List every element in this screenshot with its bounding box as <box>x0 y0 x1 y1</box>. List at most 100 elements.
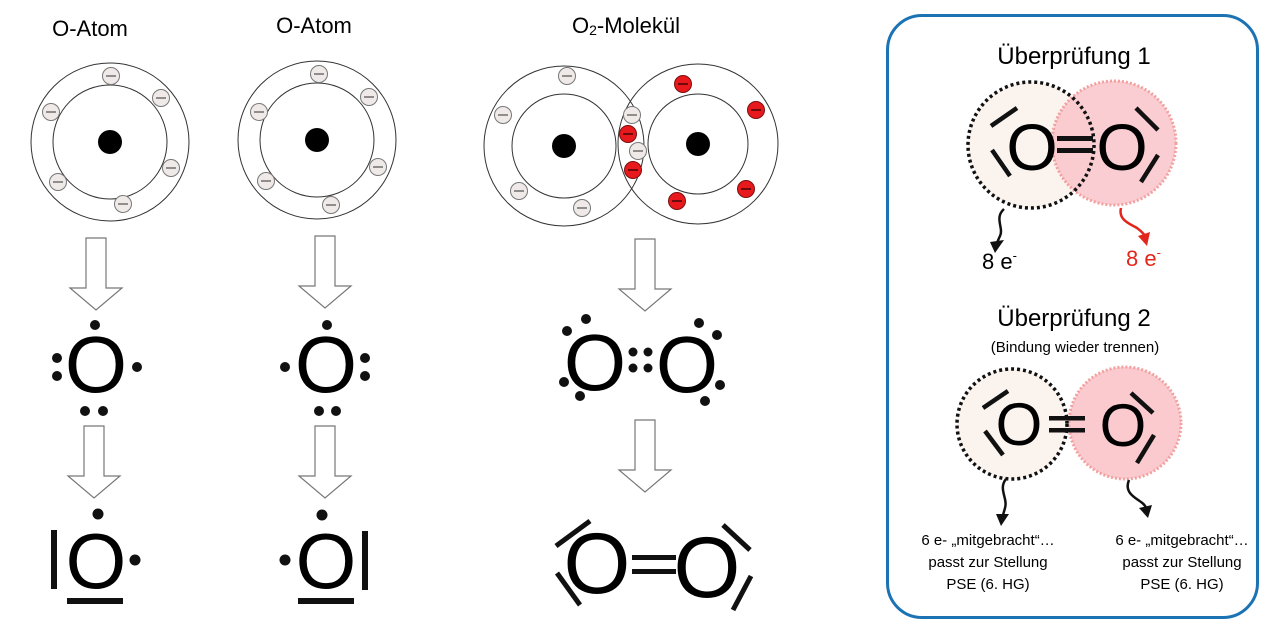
down-arrow <box>618 419 672 493</box>
lewis-structure-o2: O O <box>554 516 754 616</box>
outer-shell <box>237 60 397 220</box>
right-nucleus <box>686 132 710 156</box>
single-electron-dot <box>92 508 104 520</box>
double-bond-line <box>1049 416 1085 421</box>
title-o-atom-1: O-Atom <box>52 16 128 41</box>
electron <box>162 159 180 177</box>
lone-pair-bars <box>554 518 754 612</box>
check2-diagram: O O <box>955 365 1183 526</box>
electron <box>494 106 512 124</box>
check1-title: Überprüfung 1 <box>997 43 1151 70</box>
right-atom-region <box>1067 365 1183 481</box>
double-bond-line <box>1057 148 1093 153</box>
down-arrow <box>69 237 123 311</box>
double-bond-line <box>632 555 676 560</box>
electron <box>250 103 268 121</box>
oxygen-symbol: O <box>296 517 357 605</box>
title-o2-subscript: 2 <box>589 22 597 38</box>
partner-electron <box>624 161 642 179</box>
down-arrow <box>618 238 672 312</box>
oxygen-symbol-right: O <box>1096 110 1147 184</box>
arrowhead-left <box>996 514 1009 526</box>
check2-subtitle: (Bindung wieder trennen) <box>990 339 1160 356</box>
lewis-dot-atom-1: O <box>52 320 142 416</box>
oxygen-symbol: O <box>65 320 127 409</box>
oxygen-symbol: O <box>295 320 357 409</box>
partner-electron <box>668 192 686 210</box>
title-o2-symbol: O <box>571 13 590 38</box>
title-o-atom-2: O-Atom <box>276 13 352 38</box>
valence-dots <box>52 320 142 416</box>
charge-sign: - <box>1156 245 1161 260</box>
single-electron-dot <box>129 554 141 566</box>
electron <box>369 158 387 176</box>
charge-sign: - <box>1012 248 1017 263</box>
electron <box>114 195 132 213</box>
oxygen-symbol: O <box>66 517 127 605</box>
electron <box>49 173 67 191</box>
oxygen-symbol-left: O <box>996 391 1043 458</box>
check1-diagram: O O <box>966 79 1178 253</box>
right-outer-shell <box>617 63 779 225</box>
down-arrow <box>298 235 352 309</box>
lone-pair-bar <box>51 530 57 589</box>
check2-right-note: 6 e- „mitgebracht“… passt zur Stellung P… <box>1115 530 1248 596</box>
electron <box>629 142 647 160</box>
electron <box>510 182 528 200</box>
check2-left-note: 6 e- „mitgebracht“… passt zur Stellung P… <box>921 530 1054 596</box>
partner-electron <box>737 180 755 198</box>
lewis-structure-atom-2: O <box>279 509 368 605</box>
count-text: 8 e <box>1126 246 1157 271</box>
double-bond-line <box>632 569 676 574</box>
left-nucleus <box>552 134 576 158</box>
lone-pair-bars <box>981 389 1156 465</box>
electron <box>42 103 60 121</box>
count-text: 8 e <box>982 249 1013 274</box>
left-inner-shell <box>511 93 617 199</box>
bohr-atom-1 <box>30 62 190 222</box>
check1-right-electron-count: 8 e- <box>1126 245 1161 272</box>
nucleus <box>305 128 329 152</box>
electron <box>152 89 170 107</box>
arrowhead-right <box>1138 232 1150 246</box>
oxygen-symbol-right: O <box>1100 392 1147 459</box>
check2-title: Überprüfung 2 <box>997 305 1151 332</box>
oxygen-symbol-left: O <box>1006 110 1057 184</box>
note-line: passt zur Stellung <box>1122 554 1242 571</box>
lewis-dot-atom-2: O <box>280 320 370 416</box>
single-electron-dot <box>279 554 291 566</box>
down-arrow <box>298 425 352 499</box>
arrowhead-left <box>990 240 1004 253</box>
partner-electron <box>747 101 765 119</box>
electron <box>360 88 378 106</box>
left-atom-boundary <box>955 367 1069 481</box>
single-electron-dot <box>316 509 328 521</box>
valence-dots <box>280 320 370 416</box>
lone-pair-bar <box>298 598 354 604</box>
check1-left-electron-count: 8 e- <box>982 248 1017 275</box>
note-line: 6 e- „mitgebracht“… <box>921 532 1055 549</box>
note-line: passt zur Stellung <box>928 554 1048 571</box>
electron <box>257 172 275 190</box>
lewis-structure-atom-1: O <box>51 508 141 605</box>
lewis-dot-o2: O O <box>559 314 725 409</box>
valence-dots <box>559 314 725 406</box>
electron <box>623 106 641 124</box>
lone-pair-bars <box>989 106 1160 184</box>
note-line: 6 e- „mitgebracht“… <box>1115 532 1249 549</box>
note-line: PSE (6. HG) <box>1140 576 1224 593</box>
electron <box>573 199 591 217</box>
note-line: PSE (6. HG) <box>946 576 1030 593</box>
title-o2-rest: -Molekül <box>596 13 681 38</box>
verification-box <box>886 14 1259 619</box>
bohr-atom-2 <box>237 60 397 220</box>
electron <box>310 65 328 83</box>
arrowhead-right <box>1139 505 1152 518</box>
down-arrow <box>67 425 121 499</box>
lone-pair-bar <box>67 598 123 604</box>
right-inner-shell <box>647 93 749 195</box>
oxygen-symbol-left: O <box>564 318 626 407</box>
oxygen-symbol-right: O <box>674 520 741 616</box>
left-atom-region <box>957 369 1067 479</box>
electron <box>102 67 120 85</box>
